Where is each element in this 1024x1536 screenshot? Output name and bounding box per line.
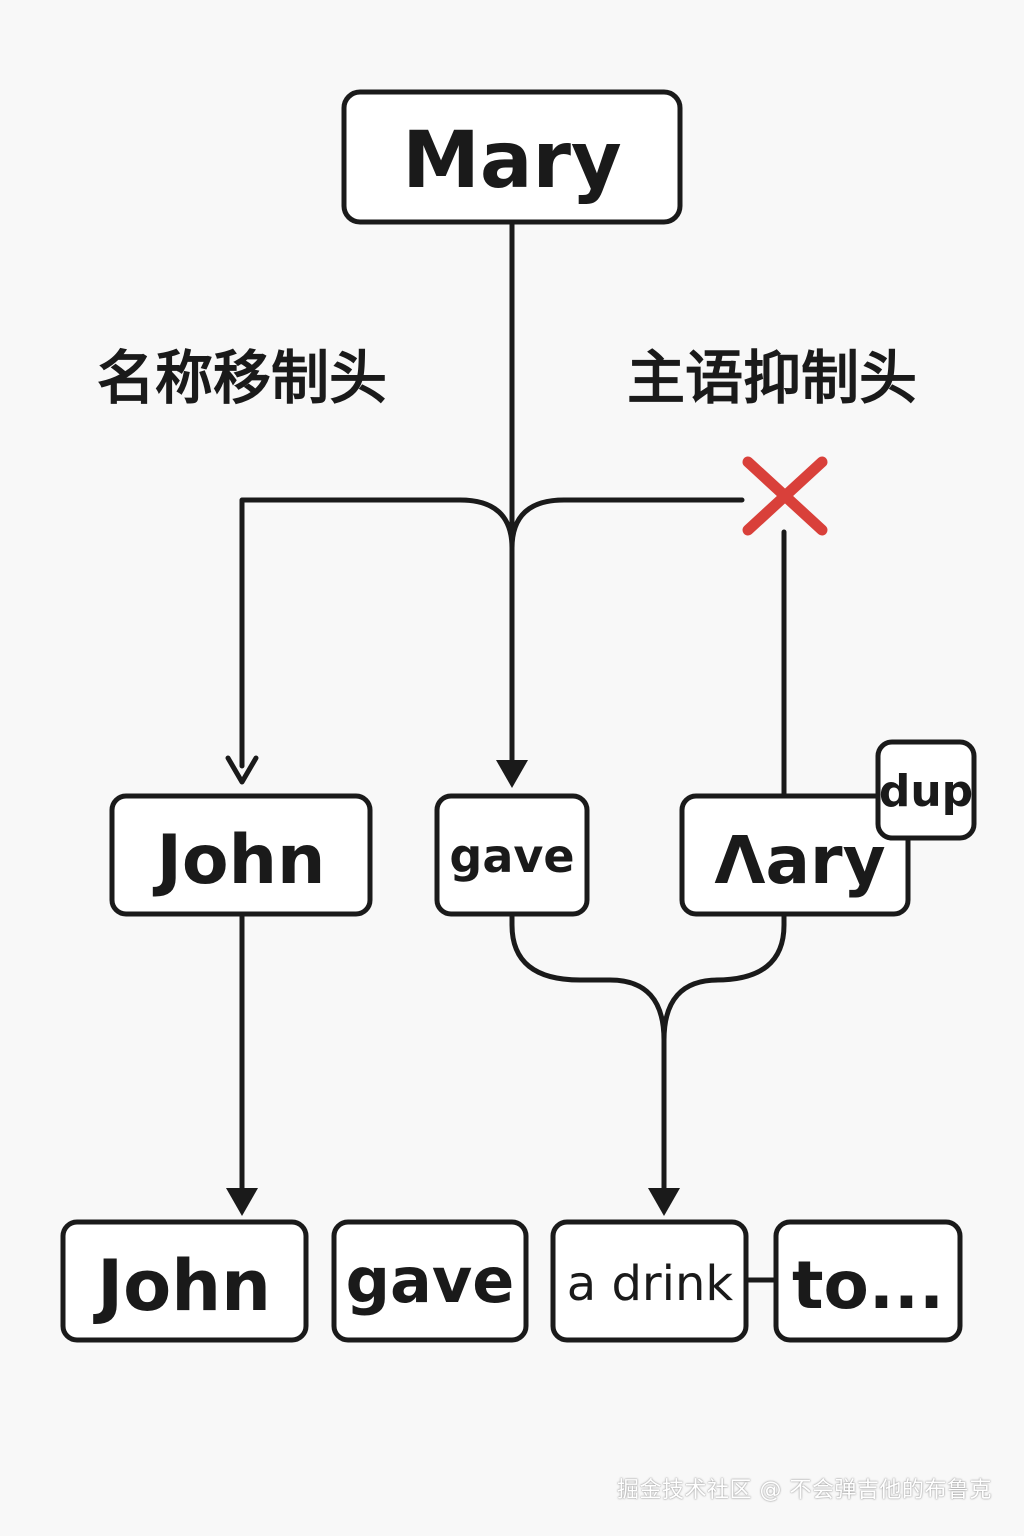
- node-john-bottom-label: John: [93, 1245, 271, 1327]
- node-john-mid: John: [109, 793, 373, 917]
- edges: [239, 219, 787, 1283]
- node-john-mid-label: John: [153, 821, 326, 900]
- edge-name-mover-to-john: [239, 497, 515, 769]
- arrowheads: [225, 755, 680, 1216]
- node-gave-bottom-label: gave: [346, 1244, 515, 1317]
- node-mary-top: Mary: [341, 89, 683, 225]
- node-dup-badge: dup: [875, 739, 977, 841]
- node-gave-mid-label: gave: [449, 829, 574, 883]
- label-name-mover-head: 名称移制头: [97, 344, 387, 412]
- arrowhead-john-bottom: [226, 1188, 258, 1216]
- watermark: 掘金技术社区 @ 不会弹吉他的布鲁克: [617, 1478, 992, 1503]
- label-subject-suppression-head: 主语抑制头: [627, 344, 917, 412]
- node-mary-mid-label: Λary: [714, 822, 885, 899]
- node-dup-label: dup: [879, 766, 973, 817]
- blocked-cross-icon: [742, 456, 828, 536]
- edge-mary-to-drink: [661, 911, 787, 1043]
- arrowhead-john: [225, 755, 259, 785]
- node-gave-mid: gave: [434, 793, 590, 917]
- node-john-bottom: John: [60, 1219, 309, 1343]
- node-to-bottom: to...: [773, 1219, 963, 1343]
- arrowhead-gave: [496, 760, 528, 788]
- node-drink-bottom: a drink: [550, 1219, 749, 1343]
- node-drink-bottom-label: a drink: [567, 1256, 734, 1312]
- node-to-bottom-label: to...: [792, 1247, 944, 1324]
- arrowhead-drink: [648, 1188, 680, 1216]
- node-mary-top-label: Mary: [402, 116, 622, 206]
- node-mary-mid: Λary: [679, 793, 911, 917]
- edge-suppression-branch: [509, 497, 745, 551]
- edge-gave-to-drink: [509, 911, 667, 1199]
- node-gave-bottom: gave: [331, 1219, 529, 1343]
